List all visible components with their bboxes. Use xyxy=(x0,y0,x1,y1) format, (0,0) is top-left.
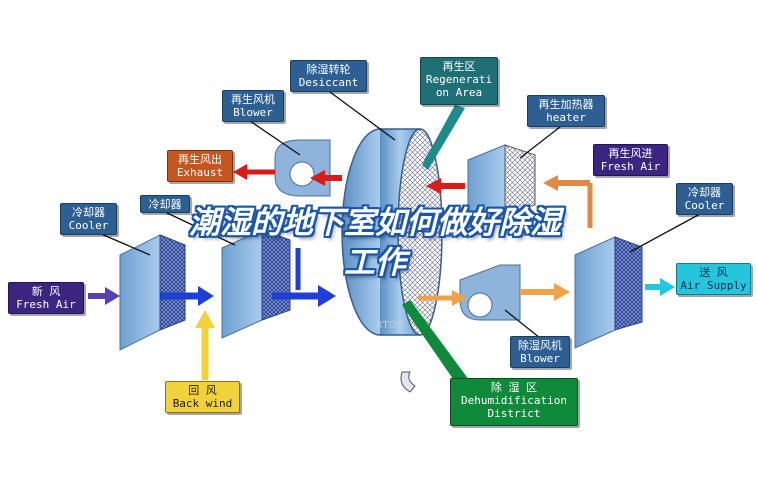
label-fresh-air: 新 风 Fresh Air xyxy=(8,282,84,314)
regen-blower-unit xyxy=(274,139,331,197)
rotation-arrow xyxy=(400,371,416,393)
dehum-pointer xyxy=(402,300,475,392)
banner-line-1: 潮湿的地下室如何做好除湿 xyxy=(189,205,561,241)
label-regen-blower: 再生风机 Blower xyxy=(222,90,284,122)
label-air-supply: 送 风 Air Supply xyxy=(676,263,751,295)
label-regen-fresh-air: 再生风进 Fresh Air xyxy=(593,144,668,176)
cooler-right-unit xyxy=(574,236,643,349)
label-exhaust: 再生风出 Exhaust xyxy=(167,150,233,182)
label-cooler-right: 冷却器 Cooler xyxy=(676,183,733,215)
heater-unit xyxy=(467,144,536,229)
label-regeneration-area: 再生区 Regenerati on Area xyxy=(420,57,498,105)
label-desiccant: 除湿转轮 Desiccant xyxy=(290,60,367,92)
watermark: XTOP xyxy=(376,320,403,331)
cooler-middle-unit xyxy=(221,229,291,339)
label-back-wind: 回 风 Back wind xyxy=(165,381,240,413)
dehum-blower-unit xyxy=(459,264,521,321)
label-dehum-district: 除 湿 区 Dehumidification District xyxy=(450,378,578,426)
regen-pointer xyxy=(422,105,465,170)
label-cooler-middle: 冷却器 xyxy=(140,195,190,213)
label-dehum-blower: 除湿风机 Blower xyxy=(510,336,570,368)
label-cooler-left: 冷却器 Cooler xyxy=(60,203,117,235)
desiccant-wheel xyxy=(341,128,443,336)
title-banner: 潮湿的地下室如何做好除湿 工作 xyxy=(95,203,655,283)
banner-line-2: 工作 xyxy=(344,245,406,281)
label-regen-heater: 再生加热器 heater xyxy=(527,95,605,127)
